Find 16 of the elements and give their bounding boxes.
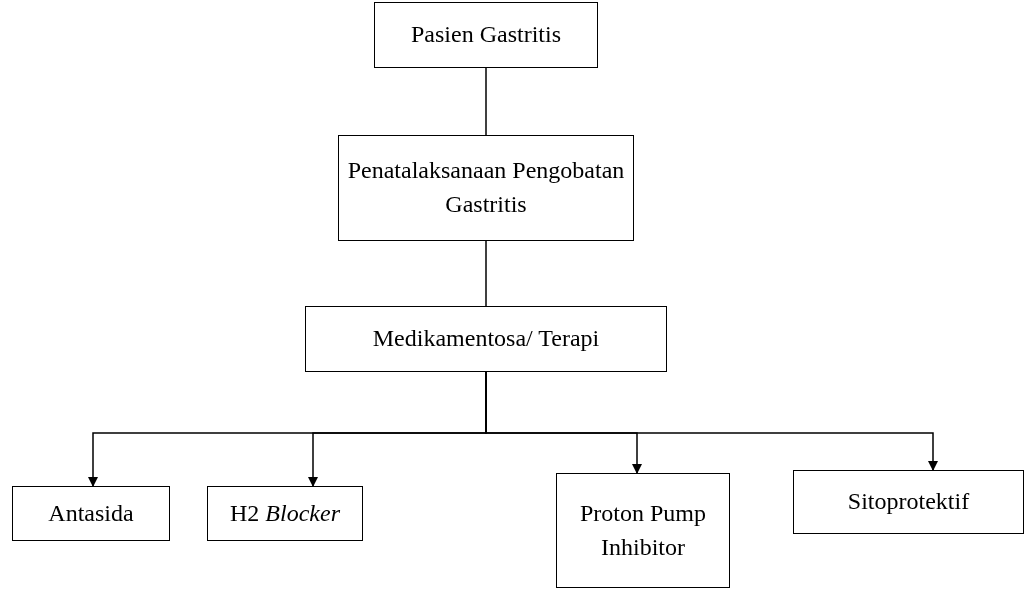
box-label: Antasida	[48, 498, 134, 528]
box-label: H2 Blocker	[230, 498, 340, 528]
box-label: Pasien Gastritis	[411, 20, 561, 50]
process-box	[793, 470, 1024, 534]
box-label: Penatalaksanaan Pengobatan Gastritis	[346, 156, 626, 219]
process-box	[374, 2, 598, 68]
box-label: Sitoprotektif	[847, 487, 970, 517]
connector-line	[485, 240, 487, 307]
process-box	[338, 135, 634, 241]
connector-line	[485, 67, 487, 136]
process-box	[207, 486, 363, 541]
process-box	[305, 306, 667, 372]
process-box	[12, 486, 170, 541]
box-label: Medikamentosa/ Terapi	[372, 324, 600, 354]
process-box	[556, 473, 730, 588]
box-label: Proton Pump Inhibitor	[579, 498, 707, 562]
